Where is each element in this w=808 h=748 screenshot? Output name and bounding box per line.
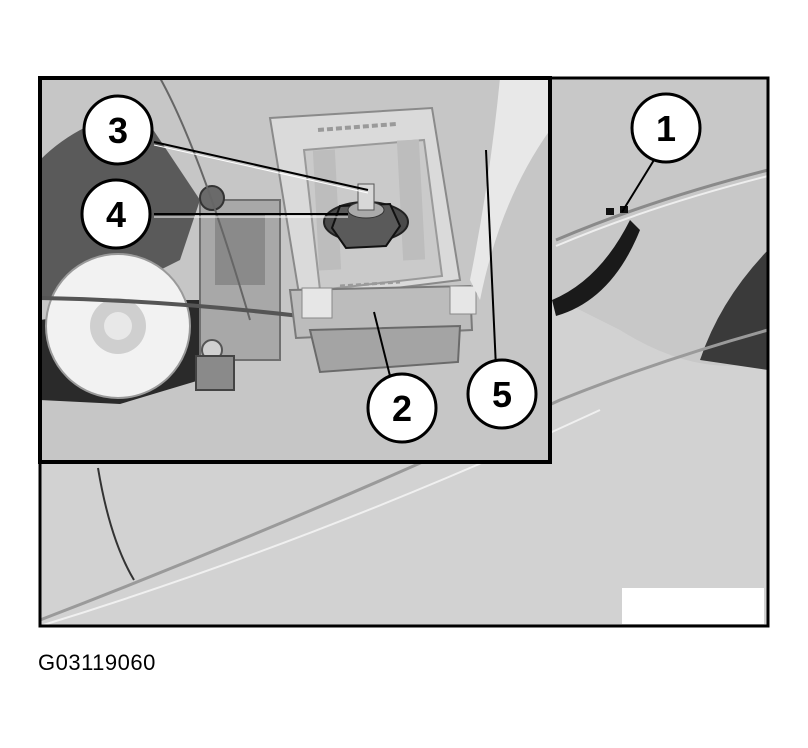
callout-2: 2 <box>366 372 438 444</box>
blank-label-area <box>622 588 764 624</box>
leader-line-5 <box>485 149 497 369</box>
callout-1: 1 <box>630 92 702 164</box>
callout-4: 4 <box>80 178 152 250</box>
svg-text:3: 3 <box>108 110 128 151</box>
figure-code: G03119060 <box>38 650 156 675</box>
callout-5: 5 <box>466 358 538 430</box>
svg-text:2: 2 <box>392 388 412 429</box>
svg-text:1: 1 <box>656 108 676 149</box>
leader-line-2 <box>373 311 391 377</box>
svg-text:4: 4 <box>106 194 126 235</box>
inset-frame <box>38 76 552 464</box>
leader-line-3 <box>153 141 369 191</box>
leader-lines <box>153 141 655 377</box>
callout-3: 3 <box>82 94 154 166</box>
svg-text:5: 5 <box>492 374 512 415</box>
leader-line-1 <box>621 159 655 213</box>
